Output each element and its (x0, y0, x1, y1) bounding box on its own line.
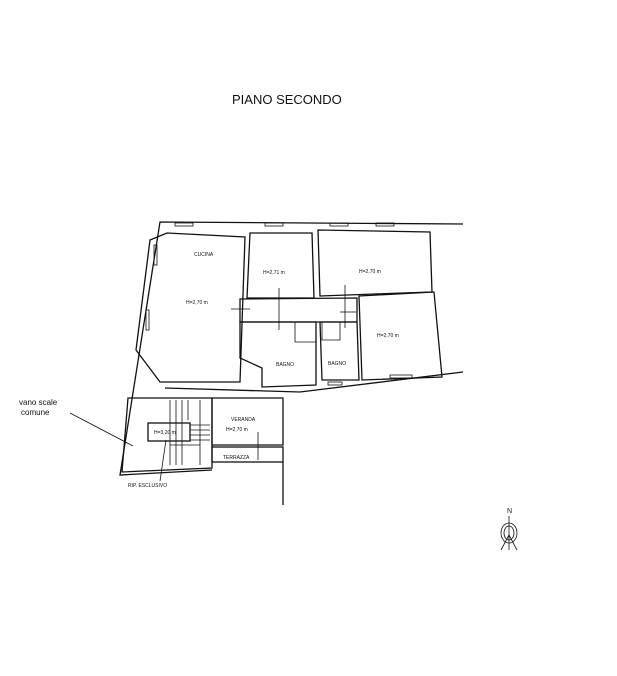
veranda (211, 397, 284, 446)
stair-label-line2: comune (21, 408, 50, 417)
room-1-height: H=2,71 m (263, 270, 285, 276)
room-3-height: H=2,70 m (377, 333, 399, 339)
stairs (169, 400, 210, 465)
corridor (239, 297, 358, 323)
bathroom-2-label: BAGNO (328, 361, 346, 367)
leader-line (69, 412, 134, 447)
bathroom-1 (239, 321, 317, 388)
plan-title: PIANO SECONDO (232, 92, 342, 107)
kitchen (135, 232, 246, 383)
storage-height: H=3,20 m (154, 430, 176, 436)
stair-label-line1: vano scale (19, 398, 58, 407)
windows (145, 222, 413, 386)
room-3 (358, 291, 443, 381)
stair-area (121, 397, 213, 473)
svg-text:N: N (507, 508, 512, 515)
veranda-label: VERANDA (231, 417, 256, 423)
kitchen-label: CUCINA (194, 252, 214, 258)
terrace (211, 446, 284, 463)
bathroom-2 (319, 321, 360, 381)
bathroom-1-label: BAGNO (276, 362, 294, 368)
storage (147, 422, 191, 442)
storage-label: RIP. ESCLUSIVO (128, 483, 167, 489)
building-walls (119, 221, 464, 505)
terrace-label: TERRAZZA (223, 455, 250, 461)
room-1 (246, 232, 315, 299)
north-arrow-icon: N (500, 508, 518, 551)
room-2-height: H=2,70 m (359, 269, 381, 275)
room-2 (317, 229, 433, 297)
kitchen-height: H=2,70 m (186, 300, 208, 306)
leader-line (159, 439, 167, 482)
section-marks (231, 285, 356, 460)
veranda-height: H=2,70 m (226, 427, 248, 433)
